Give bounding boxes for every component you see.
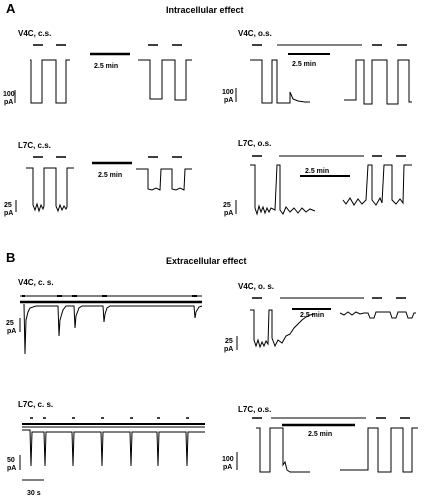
panel-a-letter: A bbox=[6, 1, 16, 16]
trace-b3-label: L7C, c. s. bbox=[18, 400, 53, 409]
trace-b4-scale-unit: pA bbox=[223, 464, 232, 471]
trace-a3-label: L7C, c.s. bbox=[18, 141, 51, 150]
trace-b2-scale-unit: pA bbox=[224, 346, 233, 353]
trace-a2-scale-value: 100 bbox=[222, 89, 234, 96]
trace-a1 bbox=[30, 44, 192, 104]
trace-b2-label: V4C, o. s. bbox=[238, 282, 274, 291]
trace-b1 bbox=[20, 295, 203, 355]
trace-a3-scale-value: 25 bbox=[4, 202, 12, 209]
trace-a1-label: V4C, c.s. bbox=[18, 29, 51, 38]
trace-b1-scale-unit: pA bbox=[7, 328, 16, 335]
trace-b3 bbox=[22, 417, 205, 467]
trace-b1-label: V4C, c. s. bbox=[18, 278, 54, 287]
trace-a1-scale-value: 100 bbox=[3, 91, 15, 98]
trace-b2-scale-value: 25 bbox=[225, 338, 233, 345]
trace-a2 bbox=[250, 44, 412, 105]
panel-b-letter: B bbox=[6, 250, 15, 265]
trace-a3 bbox=[26, 156, 192, 213]
trace-a1-time-label: 2.5 min bbox=[94, 63, 118, 70]
trace-a2-label: V4C, o.s. bbox=[238, 29, 272, 38]
trace-a3-time-label: 2.5 min bbox=[98, 172, 122, 179]
trace-a2-time-label: 2.5 min bbox=[292, 61, 316, 68]
trace-b3-time-label: 30 s bbox=[27, 490, 41, 497]
trace-a2-scale-unit: pA bbox=[224, 97, 233, 104]
trace-a4-time-label: 2.5 min bbox=[305, 168, 329, 175]
trace-b4 bbox=[252, 417, 418, 473]
trace-b3-scale-unit: pA bbox=[7, 465, 16, 472]
panel-a-title: Intracellular effect bbox=[166, 5, 244, 15]
trace-a3-scale-unit: pA bbox=[4, 210, 13, 217]
trace-b4-scale-value: 100 bbox=[222, 456, 234, 463]
trace-b1-scale-value: 25 bbox=[6, 320, 14, 327]
trace-a1-scale-unit: pA bbox=[4, 99, 13, 106]
trace-a4-label: L7C, o.s. bbox=[238, 139, 271, 148]
trace-a4 bbox=[250, 155, 412, 216]
trace-b2 bbox=[250, 297, 416, 349]
panel-b-title: Extracellular effect bbox=[166, 256, 247, 266]
trace-b3-scale-value: 50 bbox=[7, 457, 15, 464]
trace-b4-label: L7C, o.s. bbox=[238, 405, 271, 414]
trace-a4-scale-unit: pA bbox=[224, 210, 233, 217]
trace-b2-time-label: 2.5 min bbox=[300, 312, 324, 319]
trace-b4-time-label: 2.5 min bbox=[308, 431, 332, 438]
trace-a4-scale-value: 25 bbox=[223, 202, 231, 209]
